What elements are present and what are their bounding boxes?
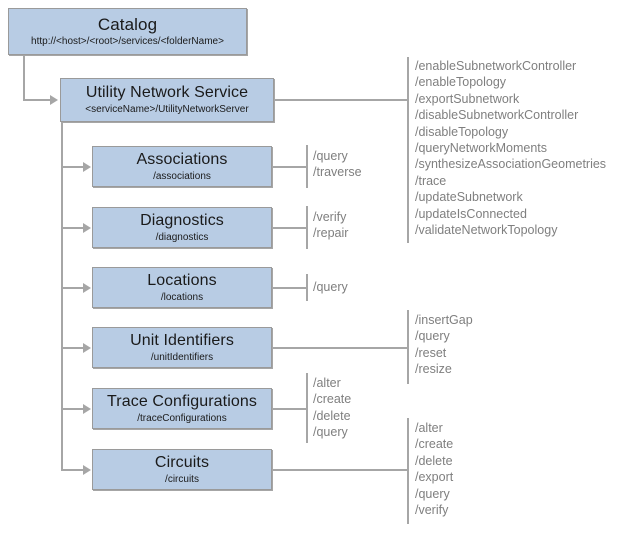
node-diagnostics-path: /diagnostics (155, 231, 209, 243)
node-unit-identifiers-title: Unit Identifiers (130, 331, 234, 349)
node-locations[interactable]: Locations /locations (92, 267, 272, 308)
opbar-locations (306, 274, 308, 301)
connector-spine (61, 122, 63, 470)
arrow-to-associations (83, 162, 91, 172)
op-item: /query (415, 329, 450, 344)
node-associations-path: /associations (153, 170, 211, 182)
arrow-to-diagnostics (83, 223, 91, 233)
opbar-service (407, 57, 409, 243)
connector-locations-to-ops (272, 287, 307, 289)
op-item: /enableTopology (415, 75, 507, 90)
op-item: /query (313, 280, 348, 294)
op-item: /updateIsConnected (415, 206, 527, 221)
op-item: /query (313, 425, 348, 440)
connector-diagnostics-to-ops (272, 227, 307, 229)
opbar-associations (306, 145, 308, 188)
oplist-circuits: /alter /create /delete /export /query /v… (415, 420, 453, 518)
op-item: /delete (313, 408, 351, 423)
node-associations-title: Associations (136, 150, 228, 168)
connector-spine-to-circuits (61, 469, 84, 471)
node-locations-title: Locations (147, 271, 217, 289)
op-item: /disableTopology (415, 124, 509, 139)
oplist-associations: /query /traverse (313, 148, 362, 181)
node-service-path: <serviceName>/UtilityNetworkServer (85, 104, 249, 115)
node-circuits-title: Circuits (154, 453, 210, 471)
op-item: /create (313, 392, 352, 407)
connector-service-to-ops (274, 99, 408, 101)
op-item: /reset (415, 345, 447, 360)
oplist-service: /enableSubnetworkController /enableTopol… (415, 58, 606, 238)
connector-spine-to-unit-identifiers (61, 347, 84, 349)
opbar-unit-identifiers (407, 310, 409, 384)
op-item: /exportSubnetwork (415, 91, 520, 106)
node-catalog-path: http://<host>/<root>/services/<folderNam… (31, 35, 224, 47)
op-item: /alter (415, 421, 443, 435)
arrow-to-unit-identifiers (83, 343, 91, 353)
op-item: /query (313, 149, 348, 163)
oplist-diagnostics: /verify /repair (313, 209, 348, 242)
op-item: /repair (313, 226, 349, 241)
op-item: /validateNetworkTopology (415, 223, 558, 238)
oplist-trace-configurations: /alter /create /delete /query (313, 375, 351, 441)
arrow-catalog-to-service (50, 95, 58, 105)
oplist-locations: /query (313, 279, 348, 295)
node-service-title: Utility Network Service (85, 84, 249, 101)
op-item: /delete (415, 453, 453, 468)
op-item: /verify (415, 503, 449, 518)
node-catalog[interactable]: Catalog http://<host>/<root>/services/<f… (8, 8, 247, 55)
connector-spine-to-locations (61, 287, 84, 289)
op-item: /verify (313, 210, 347, 224)
opbar-trace-configurations (306, 373, 308, 443)
op-item: /queryNetworkMoments (415, 141, 547, 156)
op-item: /updateSubnetwork (415, 190, 523, 205)
node-associations[interactable]: Associations /associations (92, 146, 272, 187)
op-item: /trace (415, 173, 447, 188)
arrow-to-circuits (83, 465, 91, 475)
arrow-to-locations (83, 283, 91, 293)
node-trace-configurations[interactable]: Trace Configurations /traceConfiguration… (92, 388, 272, 429)
connector-associations-to-ops (272, 166, 307, 168)
connector-circuits-to-ops (272, 469, 408, 471)
node-utility-network-service[interactable]: Utility Network Service <serviceName>/Ut… (60, 78, 274, 122)
opbar-circuits (407, 418, 409, 524)
node-circuits-path: /circuits (165, 473, 199, 485)
node-circuits[interactable]: Circuits /circuits (92, 449, 272, 490)
connector-trace-configurations-to-ops (272, 408, 307, 410)
connector-spine-to-associations (61, 166, 84, 168)
op-item: /export (415, 470, 454, 485)
op-item: /synthesizeAssociationGeometries (415, 157, 607, 172)
connector-unit-identifiers-to-ops (272, 347, 408, 349)
op-item: /resize (415, 362, 452, 377)
op-item: /query (415, 486, 450, 501)
op-item: /alter (313, 376, 341, 390)
op-item: /enableSubnetworkController (415, 59, 577, 73)
op-item: /disableSubnetworkController (415, 108, 579, 123)
arrow-to-trace-configurations (83, 404, 91, 414)
connector-spine-to-diagnostics (61, 227, 84, 229)
oplist-unit-identifiers: /insertGap /query /reset /resize (415, 312, 473, 378)
node-locations-path: /locations (160, 291, 204, 303)
node-catalog-title: Catalog (97, 14, 158, 34)
node-unit-identifiers[interactable]: Unit Identifiers /unitIdentifiers (92, 327, 272, 368)
opbar-diagnostics (306, 206, 308, 249)
op-item: /insertGap (415, 313, 473, 327)
op-item: /traverse (313, 165, 362, 180)
node-diagnostics-title: Diagnostics (140, 211, 224, 229)
node-diagnostics[interactable]: Diagnostics /diagnostics (92, 207, 272, 248)
node-trace-configurations-title: Trace Configurations (107, 392, 257, 410)
node-unit-identifiers-path: /unitIdentifiers (150, 351, 214, 363)
node-trace-configurations-path: /traceConfigurations (137, 412, 227, 424)
connector-catalog-down (23, 55, 25, 100)
op-item: /create (415, 437, 454, 452)
connector-spine-to-trace-configurations (61, 408, 84, 410)
connector-catalog-to-service (23, 99, 50, 101)
